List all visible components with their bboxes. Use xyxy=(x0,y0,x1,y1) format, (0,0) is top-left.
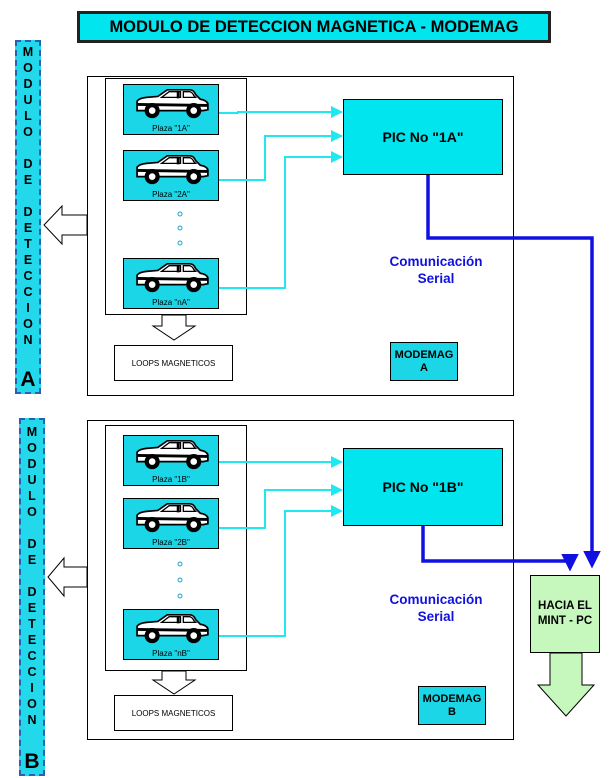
hollow-arrows xyxy=(44,206,195,694)
serial-wires xyxy=(423,175,592,568)
sensor-wires-b xyxy=(219,462,341,636)
sensor-wires-a xyxy=(219,112,341,288)
mint-down-arrow xyxy=(538,653,594,716)
ellipsis-dots xyxy=(178,212,182,598)
